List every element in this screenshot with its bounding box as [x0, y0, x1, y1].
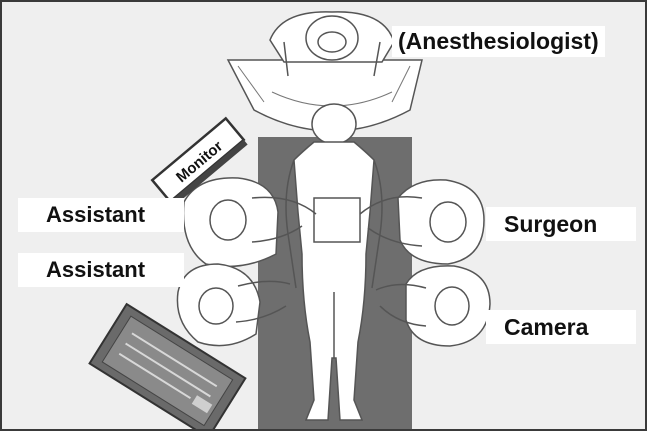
camera-label: Camera: [486, 310, 636, 344]
anesthesiologist-label: (Anesthesiologist): [392, 26, 605, 57]
assistant-bottom-label: Assistant: [18, 253, 184, 287]
surgeon-label: Surgeon: [486, 207, 636, 241]
surgical-field: [314, 198, 360, 242]
assistant-top-label: Assistant: [18, 198, 184, 232]
